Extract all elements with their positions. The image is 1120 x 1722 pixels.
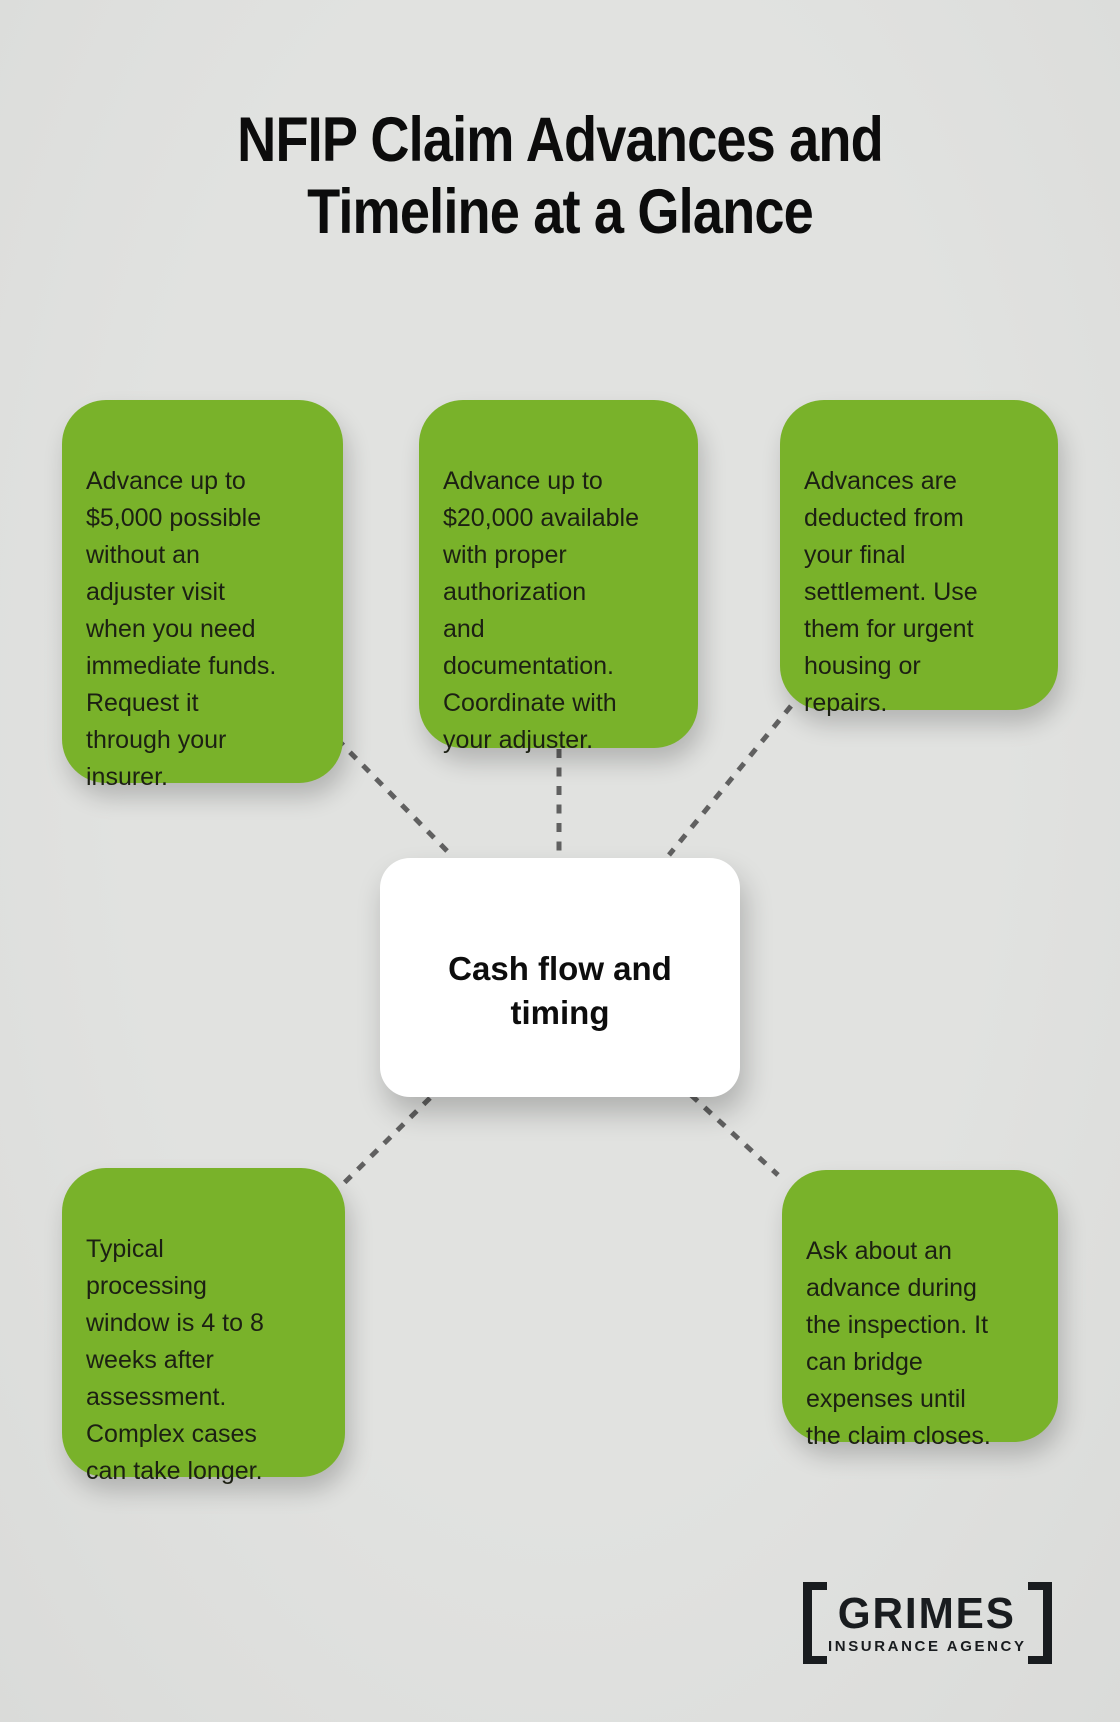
logo-brand: GRIMES xyxy=(838,1589,1017,1638)
info-card-ask-about-advance: Ask about an advance during the inspecti… xyxy=(782,1170,1058,1450)
connector-top-right xyxy=(667,704,793,857)
info-card-advance-5000: Advance up to $5,000 possible without an… xyxy=(62,400,343,791)
right-bracket-icon xyxy=(1027,1582,1052,1664)
info-card-text: Ask about an advance during the inspecti… xyxy=(806,1237,991,1450)
info-card-text: Typical processing window is 4 to 8 week… xyxy=(86,1235,264,1485)
page-title: NFIP Claim Advances and Timeline at a Gl… xyxy=(237,105,884,247)
info-card-advances-deducted: Advances are deducted from your final se… xyxy=(780,400,1058,717)
left-bracket-icon xyxy=(803,1582,827,1664)
connector-top-left xyxy=(335,737,453,857)
connector-bottom-left xyxy=(336,1096,432,1191)
central-topic-label: Cash flow and timing xyxy=(448,949,672,1031)
connector-bottom-right xyxy=(689,1093,780,1177)
logo-text: GRIMES INSURANCE AGENCY xyxy=(828,1589,1027,1656)
central-topic-node: Cash flow and timing xyxy=(380,858,740,1097)
info-card-processing-window: Typical processing window is 4 to 8 week… xyxy=(62,1168,345,1485)
info-card-text: Advance up to $20,000 available with pro… xyxy=(443,467,639,754)
grimes-logo: GRIMES INSURANCE AGENCY xyxy=(803,1582,1052,1664)
info-card-text: Advance up to $5,000 possible without an… xyxy=(86,467,277,791)
logo-tagline: INSURANCE AGENCY xyxy=(828,1638,1027,1655)
info-card-text: Advances are deducted from your final se… xyxy=(804,467,978,717)
info-card-advance-20000: Advance up to $20,000 available with pro… xyxy=(419,400,698,754)
